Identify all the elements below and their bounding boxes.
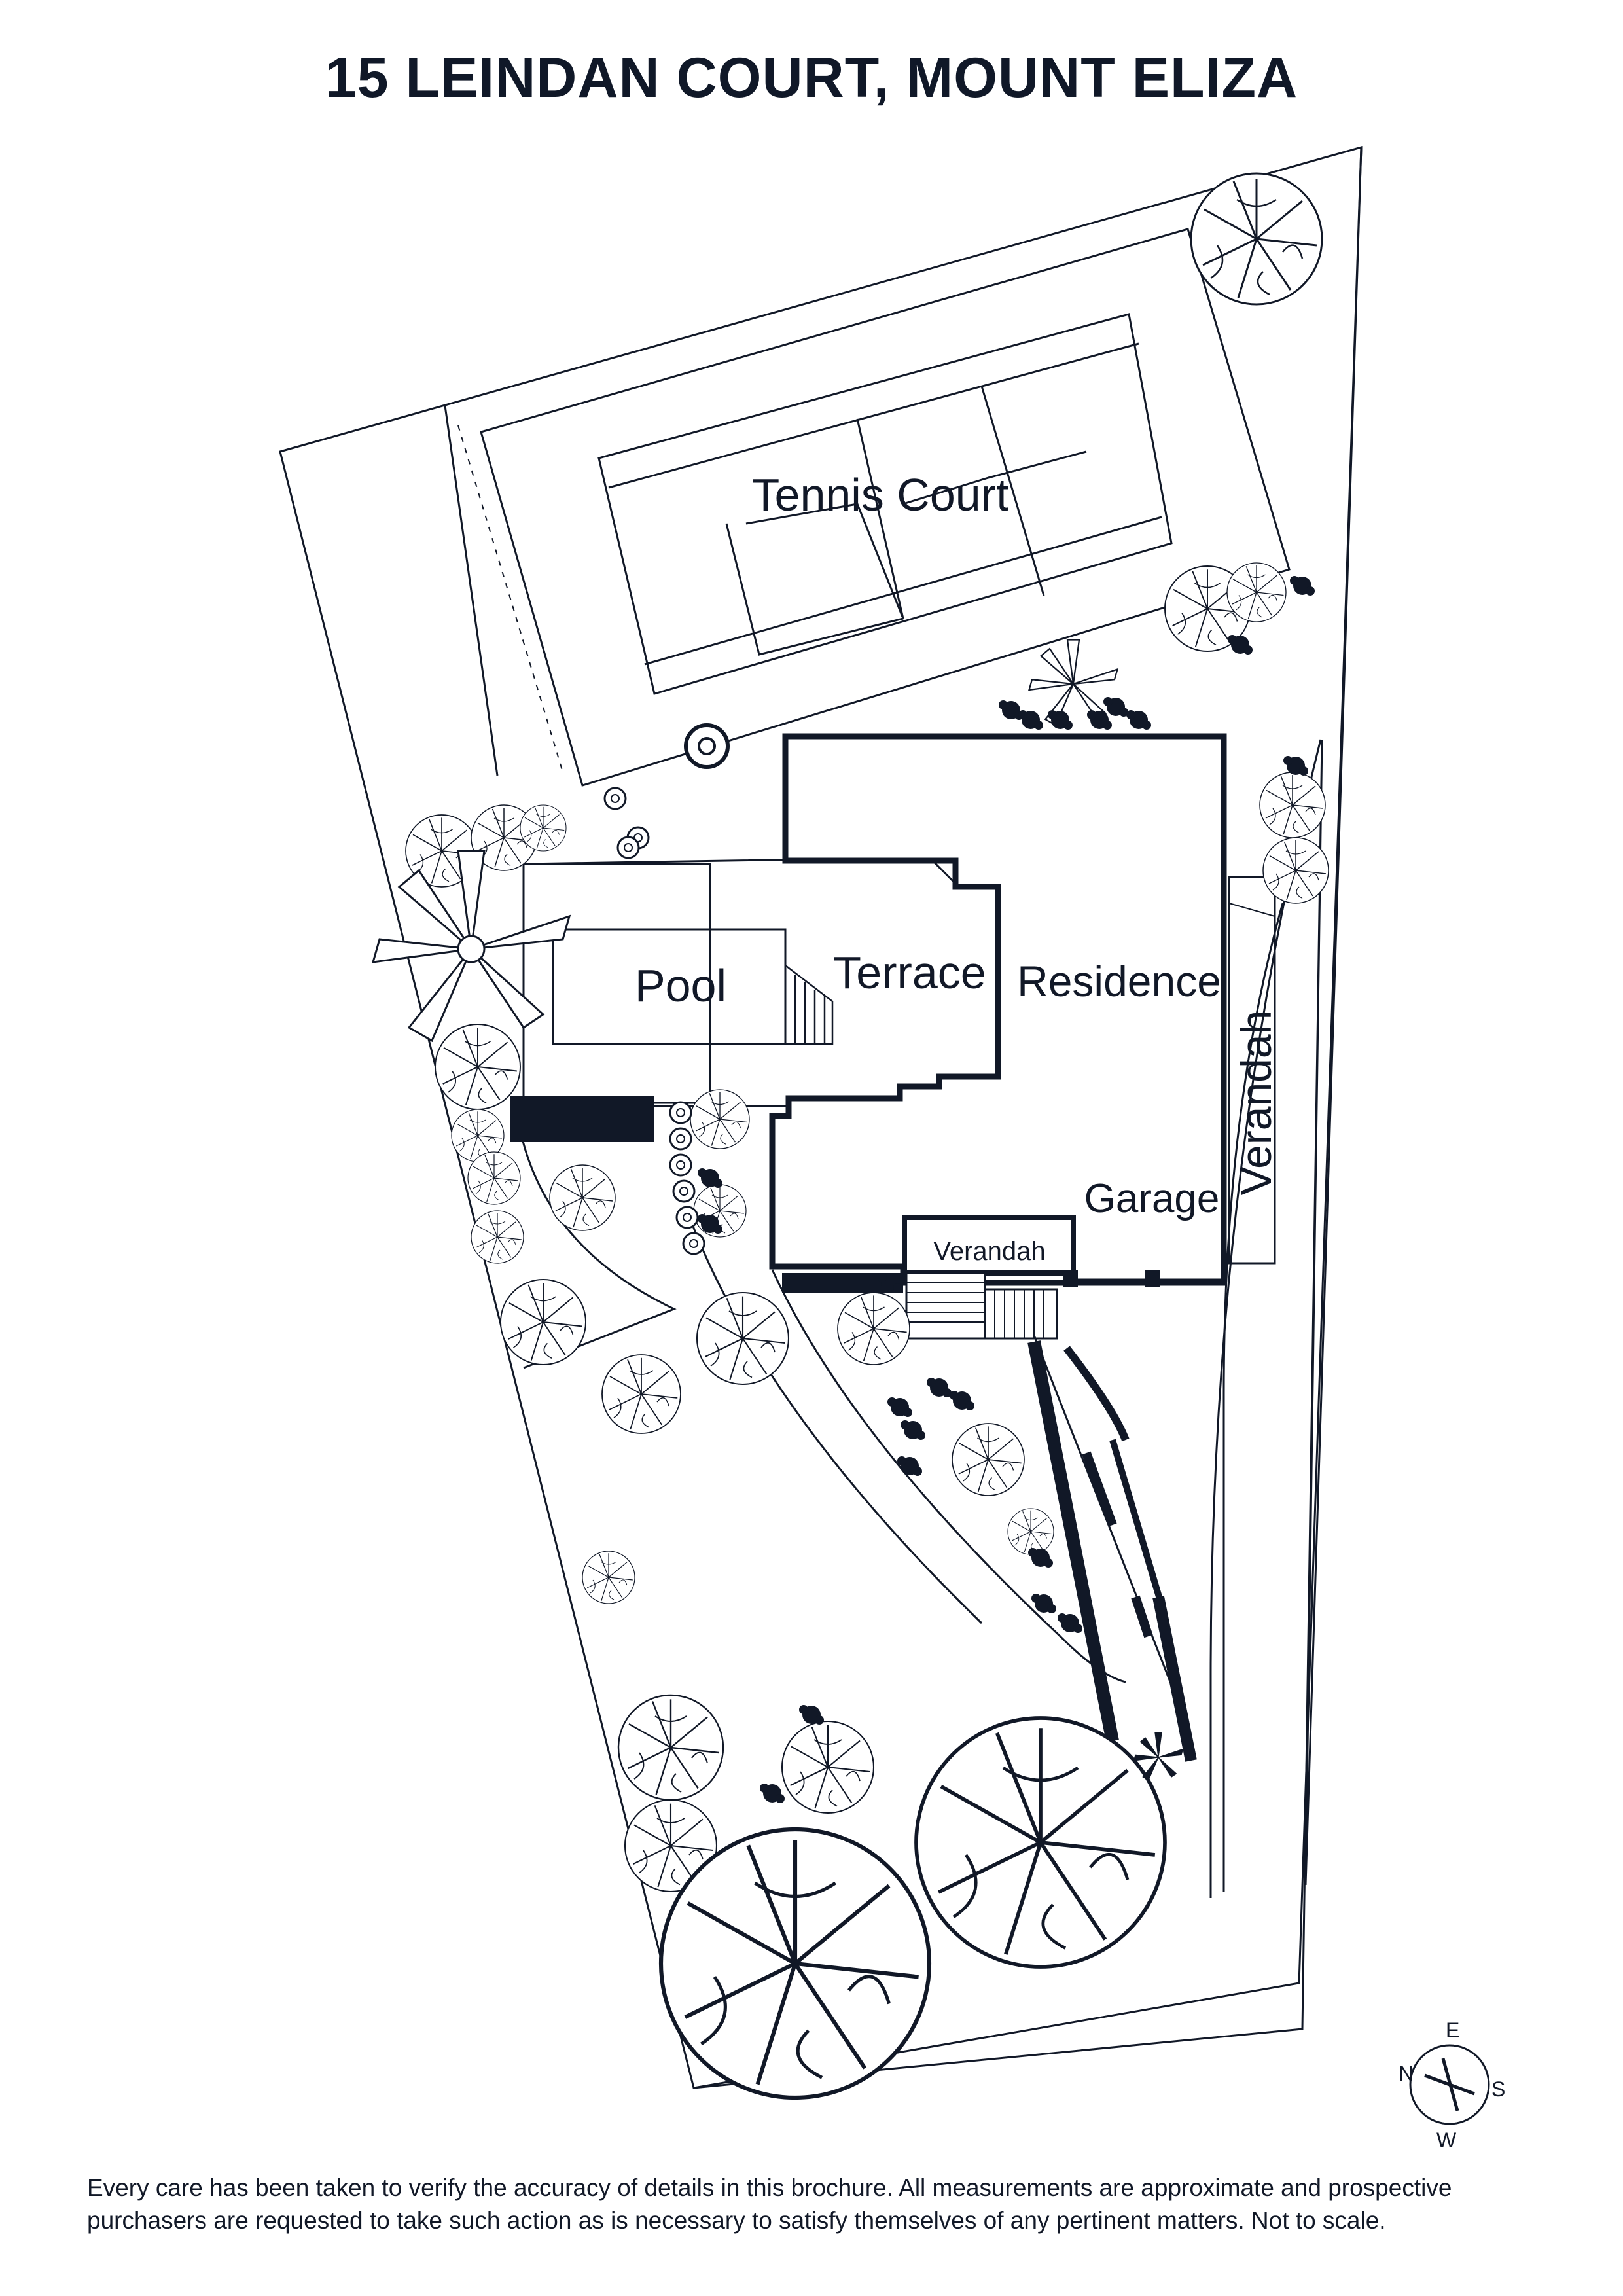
disclaimer-line-2: purchasers are requested to take such ac… (87, 2207, 1386, 2234)
disclaimer: Every care has been taken to verify the … (87, 2172, 1553, 2237)
tree-icon (617, 1694, 724, 1801)
plant-icon (616, 836, 640, 859)
plant-icon (669, 1127, 692, 1151)
shrub-icon (1028, 1548, 1053, 1568)
label-residence: Residence (1017, 957, 1221, 1005)
tree-icon (467, 1151, 521, 1205)
label-terrace: Terrace (833, 947, 986, 998)
shrub-icon (927, 1378, 952, 1397)
tree-icon (471, 1210, 524, 1264)
plant-icon (675, 1206, 699, 1229)
plant-icon (603, 787, 627, 810)
label-tennis-court: Tennis Court (752, 469, 1009, 520)
tree-icon (1259, 772, 1326, 838)
shrub-icon (1031, 1594, 1056, 1613)
compass-icon: N E S W (1399, 2018, 1505, 2152)
compass-s: S (1491, 2077, 1505, 2101)
shrub-icon (897, 1456, 922, 1476)
shrub-icon (1048, 710, 1073, 730)
shrub-icon (1126, 710, 1151, 730)
shrub-icon (1290, 576, 1315, 596)
hedge-pool (510, 1096, 654, 1142)
compass-n: N (1399, 2062, 1414, 2085)
shrub-icon (1228, 635, 1253, 655)
compass-w: W (1436, 2128, 1457, 2152)
shrub-icon (1087, 710, 1112, 730)
tree-icon (661, 1829, 929, 2098)
plant-icon (686, 725, 728, 767)
shrub-icon (950, 1391, 974, 1410)
plant-icon (672, 1179, 696, 1203)
page-title: 15 LEINDAN COURT, MOUNT ELIZA (325, 46, 1298, 109)
tree-icon (549, 1164, 616, 1231)
tree-icon (690, 1089, 750, 1149)
palm-icon (371, 850, 571, 1043)
label-garage: Garage (1084, 1176, 1220, 1221)
tree-icon (601, 1354, 681, 1434)
tree-icon (1226, 562, 1287, 622)
shrub-icon (887, 1397, 912, 1417)
entry-steps (905, 1272, 986, 1340)
shrub-icon (799, 1705, 824, 1725)
palm-icon (1133, 1732, 1184, 1781)
plant-icon (682, 1232, 705, 1255)
driveway-inner (1222, 903, 1284, 1892)
shrub-icon (1103, 697, 1128, 717)
tree-icon (837, 1292, 910, 1365)
pool (552, 928, 787, 1045)
shrub-icon (901, 1420, 925, 1440)
shrub-icon (1058, 1613, 1082, 1633)
tree-icon (1007, 1508, 1054, 1555)
tennis-court (597, 313, 1173, 695)
compass-e: E (1446, 2018, 1459, 2042)
tree-icon (435, 1024, 521, 1110)
plant-icon (669, 1101, 692, 1124)
front-verandah (902, 1215, 1076, 1276)
tree-icon (520, 804, 567, 852)
tree-icon (1262, 837, 1329, 904)
label-verandah-front: Verandah (933, 1237, 1045, 1266)
tree-icon (781, 1720, 875, 1814)
tree-icon (952, 1423, 1025, 1496)
side-verandah (1228, 876, 1276, 1265)
garden-path-west (516, 1112, 677, 1369)
tennis-surround (480, 228, 1291, 787)
disclaimer-line-1: Every care has been taken to verify the … (87, 2174, 1452, 2201)
tree-icon (500, 1279, 586, 1365)
tree-icon (1190, 172, 1323, 306)
tree-icon (582, 1551, 635, 1604)
plant-icon (669, 1153, 692, 1177)
tree-icon (916, 1718, 1165, 1967)
label-pool: Pool (635, 960, 726, 1011)
shrub-icon (1018, 710, 1043, 730)
shrub-icon (760, 1784, 785, 1803)
label-verandah-side: Verandah (1232, 1011, 1280, 1196)
tree-icon (696, 1291, 790, 1386)
shrub-icon (698, 1168, 722, 1188)
